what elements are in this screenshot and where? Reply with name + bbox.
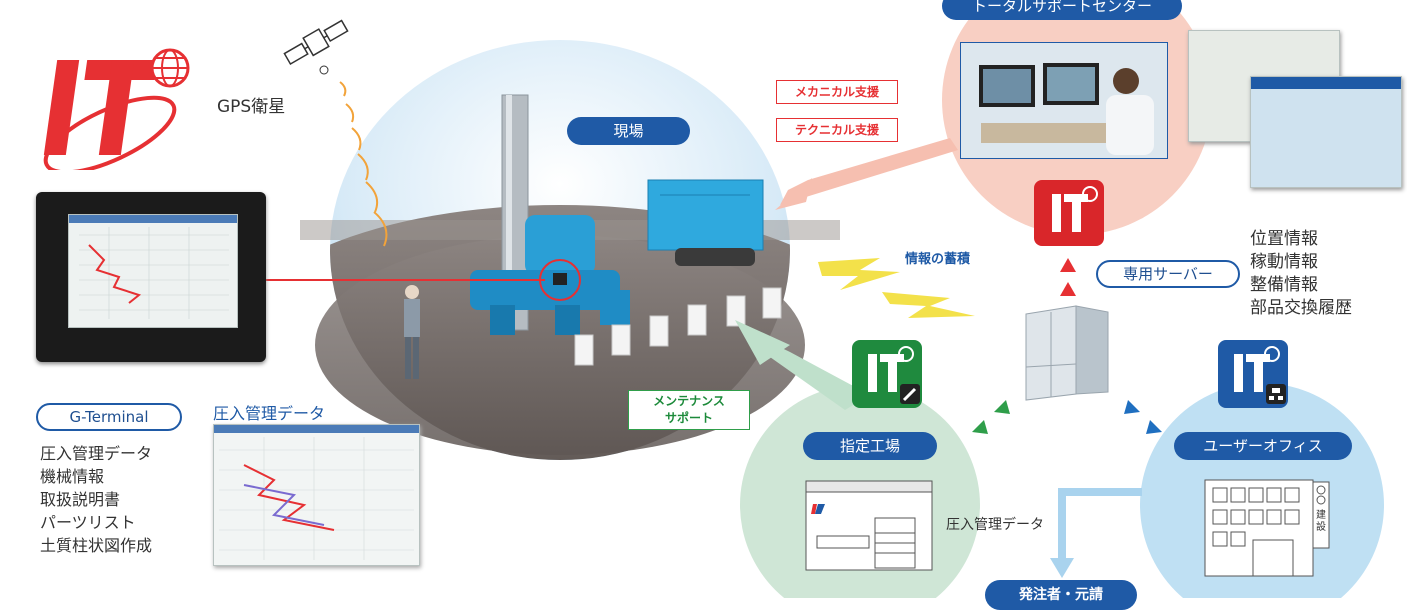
support-center-label: トータルサポートセンター: [942, 0, 1182, 20]
list-item: 圧入管理データ: [40, 444, 153, 463]
server-rack: [1016, 302, 1116, 402]
it-logo: IT: [30, 40, 190, 175]
power-unit: [647, 179, 764, 266]
press-data-screenshot: [213, 424, 420, 566]
factory-label: 指定工場: [803, 432, 937, 460]
list-item: 取扱説明書: [40, 490, 121, 509]
flow-press-data-label: 圧入管理データ: [946, 517, 1044, 533]
data-flow-arrow: [1058, 488, 1142, 560]
green-triangle-1: [994, 400, 1010, 414]
operator-photo: [960, 42, 1168, 159]
up-triangle-1: [1060, 258, 1076, 272]
it-badge-blue: [1218, 340, 1288, 408]
sheet-piles: [574, 287, 782, 366]
lightning-bolts: [818, 258, 975, 318]
wrench-icon: [902, 387, 917, 402]
data-accumulation-label: 情報の蓄積: [905, 252, 971, 267]
blue-triangle-2: [1146, 420, 1162, 434]
list-item: 部品交換履歴: [1250, 298, 1352, 318]
list-item: 位置情報: [1250, 229, 1318, 249]
globe-icon: [150, 48, 190, 88]
office-sign: 建設: [1316, 510, 1326, 533]
blue-triangle-1: [1124, 400, 1140, 414]
list-item: 土質柱状図作成: [40, 536, 153, 555]
maintenance-support-label: メンテナンス サポート: [628, 390, 750, 430]
list-item: 稼動情報: [1250, 252, 1318, 272]
user-office-label: ユーザーオフィス: [1174, 432, 1352, 460]
list-item: 整備情報: [1250, 275, 1318, 295]
press-data-title: 圧入管理データ: [213, 404, 326, 423]
worker-figure: [404, 285, 420, 379]
maintenance-line-2: サポート: [664, 411, 713, 425]
client-label: 発注者・元請: [985, 580, 1137, 610]
site-label: 現場: [567, 117, 690, 145]
network-icon: [1269, 388, 1283, 400]
g-terminal-device: [36, 192, 266, 362]
list-item: パーツリスト: [40, 513, 136, 532]
g-terminal-label: G-Terminal: [36, 403, 182, 431]
office-building: 建設: [1203, 478, 1333, 578]
up-triangle-2: [1060, 282, 1076, 296]
list-item: 機械情報: [40, 467, 105, 486]
terminal-feature-list: 圧入管理データ 機械情報 取扱説明書 パーツリスト 土質柱状図作成: [40, 442, 152, 557]
server-info-list: 位置情報 稼動情報 整備情報 部品交換履歴: [1250, 228, 1352, 320]
it-badge-green: [852, 340, 922, 408]
server-label: 専用サーバー: [1096, 260, 1240, 288]
gps-satellite-label: GPS衛星: [217, 97, 286, 117]
gps-signal-arcs: [339, 81, 388, 247]
factory-building: [803, 478, 935, 573]
support-arrow: [780, 138, 958, 205]
it-badge-red: [1034, 180, 1104, 246]
mechanical-support-label: メカニカル支援: [776, 80, 898, 104]
technical-support-label: テクニカル支援: [776, 118, 898, 142]
terminal-screen: [68, 214, 238, 328]
green-triangle-2: [972, 420, 988, 434]
maintenance-line-1: メンテナンス: [653, 394, 725, 408]
satellite-icon: [282, 14, 352, 76]
monitoring-screen-2: [1250, 76, 1402, 188]
